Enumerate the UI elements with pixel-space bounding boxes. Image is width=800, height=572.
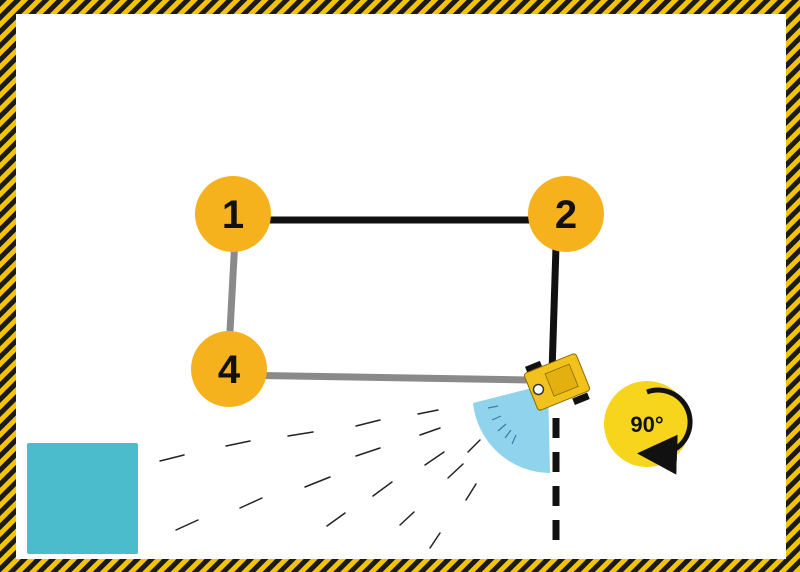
target-zone [27, 443, 138, 554]
waypoint-4: 4 [191, 331, 267, 407]
waypoint-2: 2 [528, 176, 604, 252]
turn-angle-label: 90° [630, 412, 663, 437]
waypoint-1: 1 [195, 176, 271, 252]
waypoint-1-label: 1 [222, 193, 244, 237]
path-segment-robot-4 [232, 375, 530, 380]
waypoint-4-label: 4 [218, 348, 241, 392]
waypoint-2-label: 2 [555, 193, 577, 237]
turn-indicator: 90° [604, 381, 690, 467]
